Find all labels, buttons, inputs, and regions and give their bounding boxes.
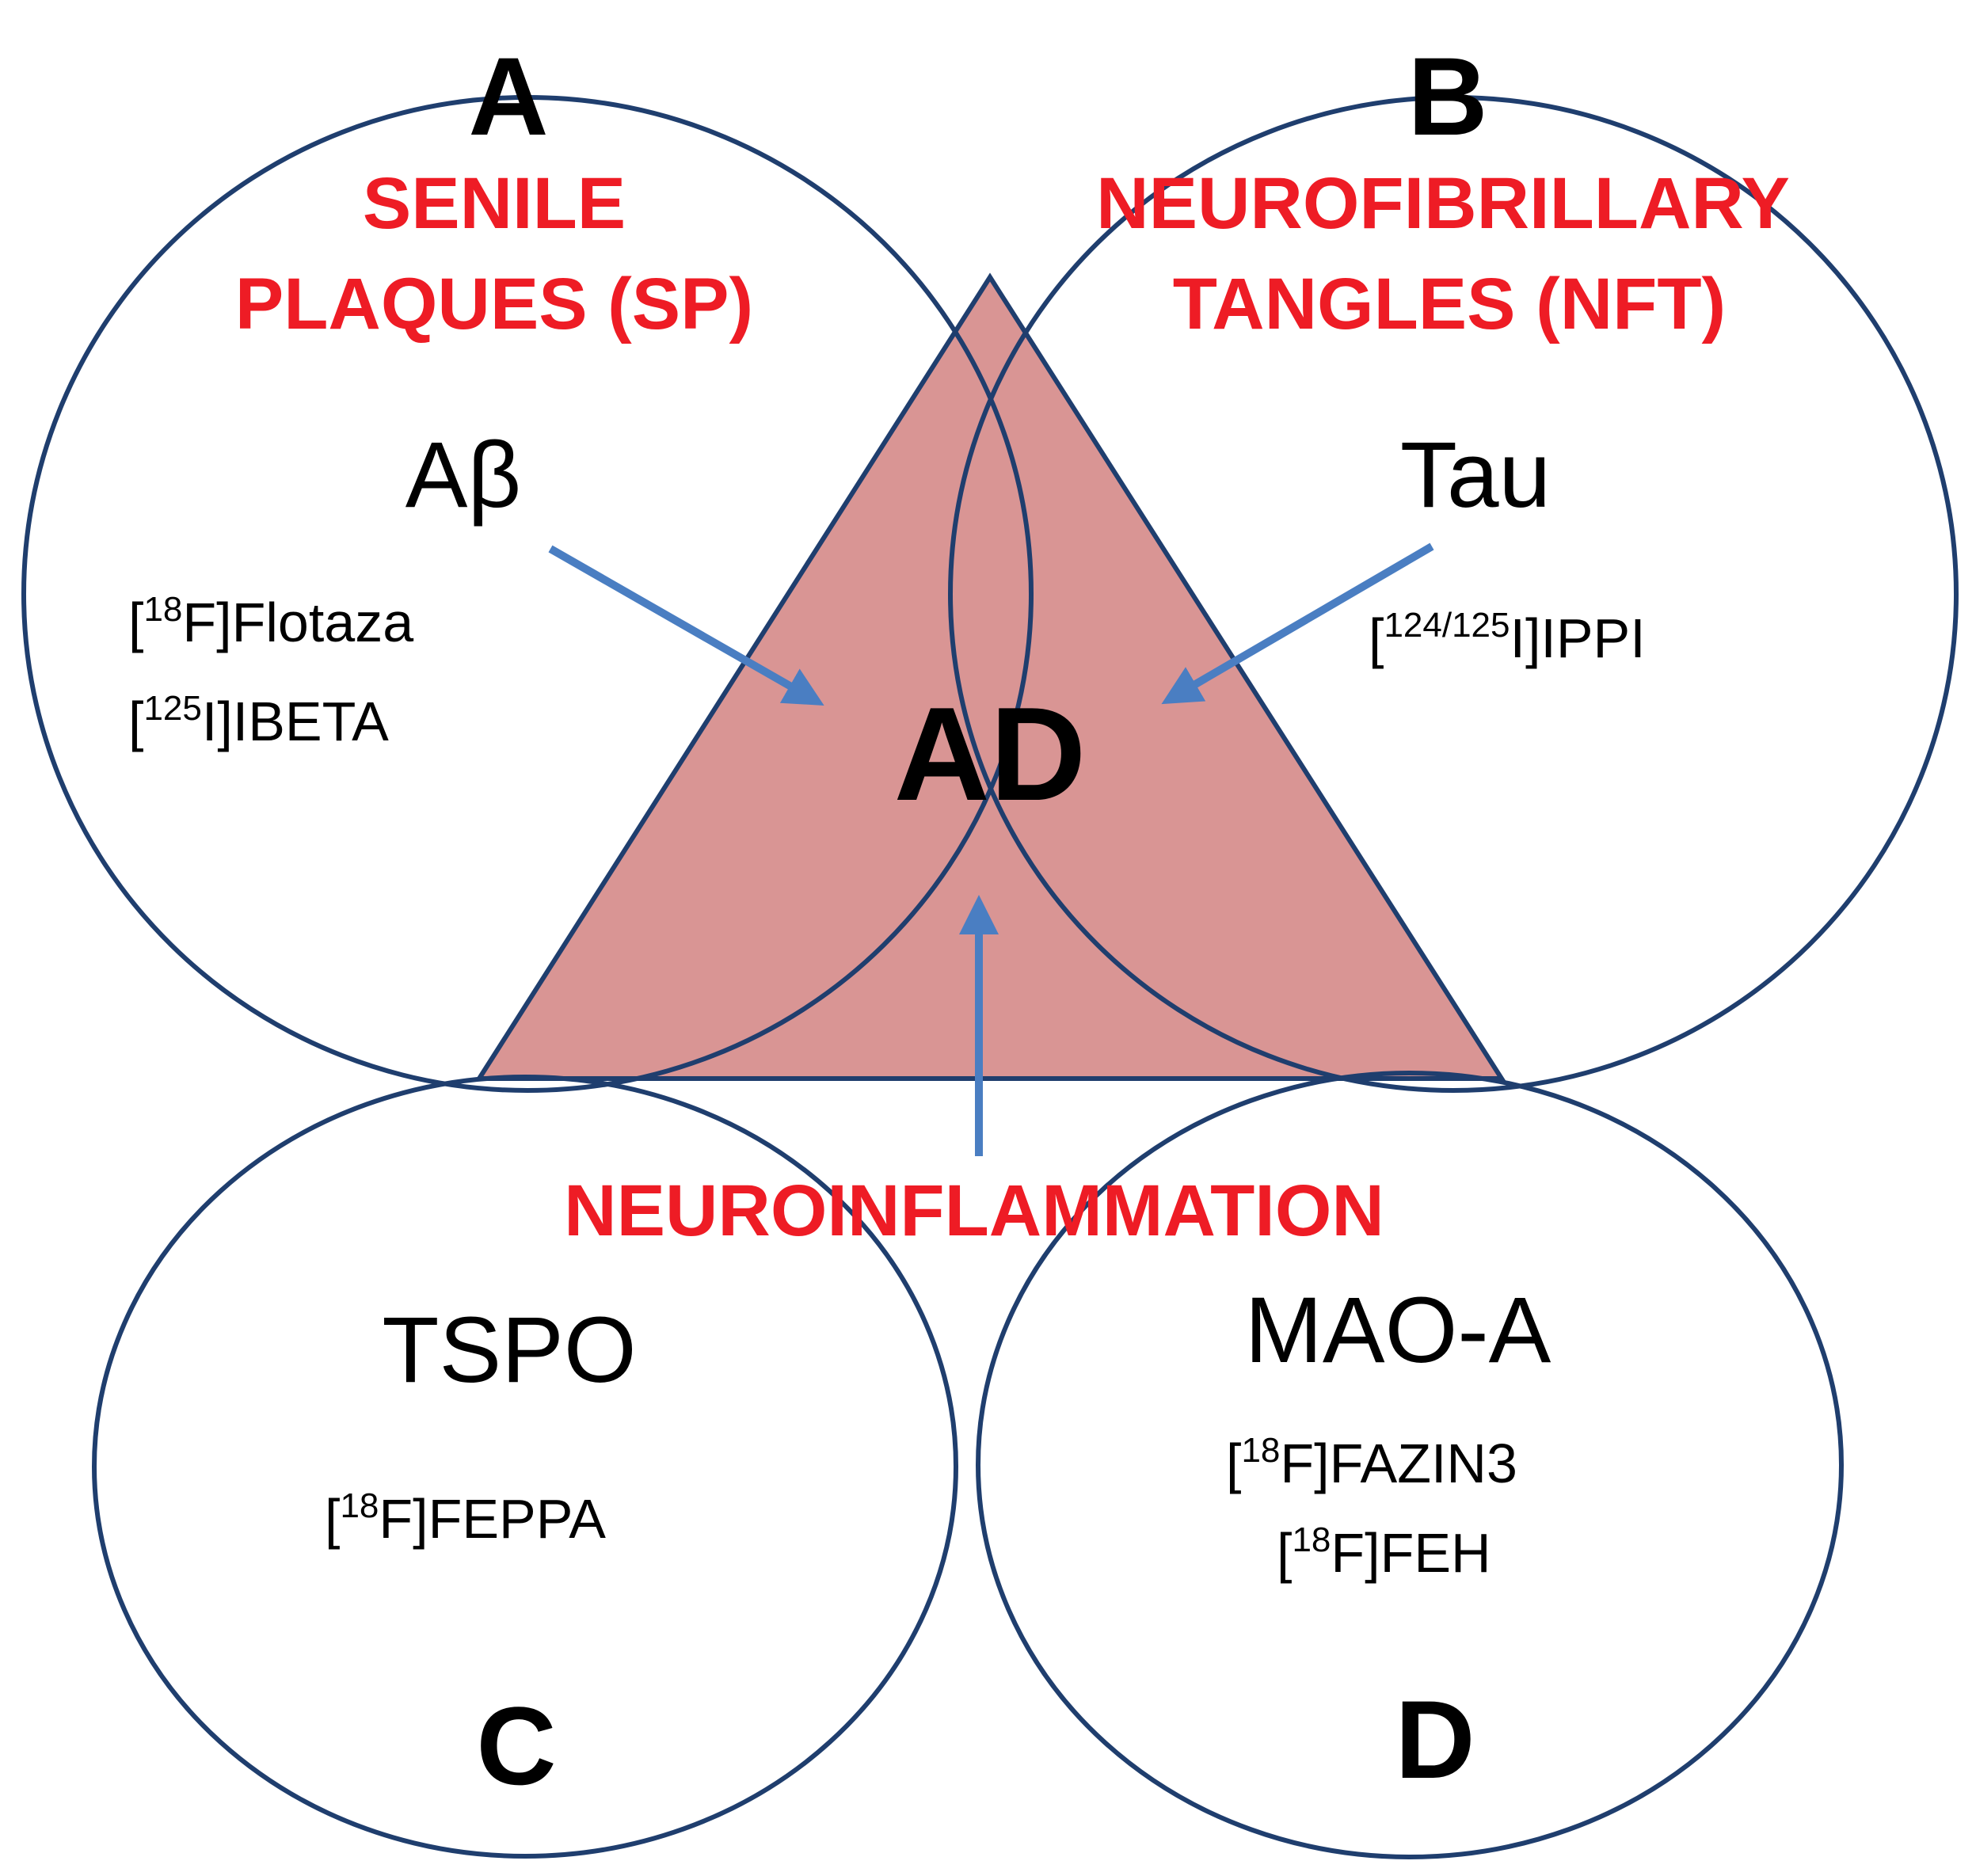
panel-a-target: Aβ [405,423,522,527]
circle-c [92,1075,958,1859]
panel-b-tracer-1: [124/125I]IPPI [1369,606,1646,669]
panel-d-tracer-1: [18F]FAZIN3 [1226,1431,1517,1494]
panel-c-tracer-1: [18F]FEPPA [325,1486,606,1550]
panel-a-tracer-1: [18F]Flotaza [128,590,413,653]
ad-triangle [474,272,1506,1081]
panel-b-title-line1: NEUROFIBRILLARY [1096,163,1790,244]
panel-letter-a: A [468,34,548,158]
center-label-ad: AD [894,679,1087,828]
neuroinflammation-title: NEUROINFLAMMATION [564,1170,1384,1251]
arrow-abeta-to-ad [548,545,824,706]
panel-a-title-line2: PLAQUES (SP) [235,264,753,344]
panel-letter-b: B [1407,34,1487,158]
panel-a-tracer-2: [125I]IBETA [128,689,389,752]
arrow-tau-to-ad [1161,542,1434,705]
panel-b-title-line2: TANGLES (NFT) [1173,264,1726,344]
circle-d [976,1071,1844,1859]
panel-a-title-line1: SENILE [363,163,626,244]
panel-c-target: TSPO [382,1298,636,1402]
circle-a [21,95,1034,1093]
panel-d-tracer-2: [18F]FEH [1277,1520,1491,1584]
panel-letter-d: D [1395,1677,1475,1802]
circle-b [948,95,1959,1093]
panel-b-target: Tau [1400,423,1551,527]
panel-d-target: MAO-A [1245,1278,1551,1383]
panel-letter-c: C [476,1684,556,1808]
